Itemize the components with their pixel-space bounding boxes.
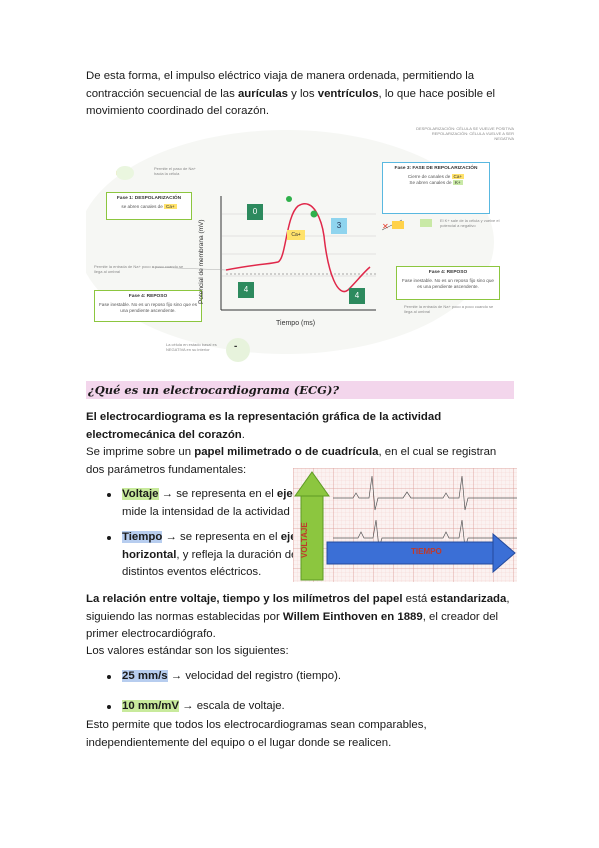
standardization-text-1: está [402,593,431,605]
phase4-right-title: Fase 4: REPOSO [428,270,468,275]
negative-sign: - [234,341,238,352]
intro-bold-atria: aurículas [237,87,288,100]
phase1-text: se abren canales de [121,204,163,209]
phase1-box: Fase 1: DESPOLARIZACIÓN se abren canales… [106,192,192,220]
speed-text: → velocidad del registro (tiempo). [167,670,342,682]
phase-4-label-right: 4 [349,288,365,304]
comparability-paragraph: Esto permite que todos los electrocardio… [86,719,427,749]
diagram-top-note: DESPOLARIZACIÓN: CÉLULA SE VUELVE POSITI… [416,126,514,141]
paper-bold: papel milimetrado o de cuadrícula [194,446,379,458]
phase3-ion-2: K+ [452,180,463,185]
speed-highlight: 25 mm/s [122,670,168,682]
section-heading: ¿Qué es un electrocardiograma (ECG)? [86,381,514,399]
x-axis-label: Tiempo (ms) [276,320,316,327]
standardization-bold-2: estandarizada [430,593,507,605]
phase-4-label-left: 4 [238,282,254,298]
depolarization-note: DESPOLARIZACIÓN: CÉLULA SE VUELVE POSITI… [416,126,514,131]
phase3-side-note: El K+ sale de la célula y vuelve el pote… [440,218,500,228]
list-item-time: Tiempo → se representa en el eje horizon… [100,529,348,582]
phase1-ion: Ca+ [164,204,177,209]
diagram-graphics [86,130,494,362]
time-highlight: Tiempo [122,531,163,543]
ecg-paper-image: VOLTAJE TIEMPO [293,468,517,582]
bottom-note: La célula en estado basal es NEGATIVA en… [166,342,217,352]
standard-values-intro: Los valores estándar son los siguientes: [86,645,289,657]
paper-text-1: Se imprime sobre un [86,446,195,458]
voltage-highlight: Voltaje [122,488,159,500]
paper-paragraph: Se imprime sobre un papel milimetrado o … [86,444,516,479]
intro-text-3: , lo que hace posible el movimiento coor… [86,87,496,118]
close-icon: ✕ [382,222,389,231]
y-axis-label: Potencial de membrana (mV) [198,219,205,304]
intro-text-1: De esta forma, el impulso eléctrico viaj… [86,70,475,100]
action-potential-diagram: DESPOLARIZACIÓN: CÉLULA SE VUELVE POSITI… [86,124,516,370]
phase-0-label: 0 [247,204,263,220]
phase3-title: Fase 3: FASE DE REPOLARIZACIÓN [394,166,478,171]
ecg-definition: El electrocardiograma es la representaci… [86,409,516,444]
scale-highlight: 10 mm/mV [122,699,179,712]
phase4-right-text: Fase inestable. No es un reposo fijo sin… [402,278,494,289]
standardization-text-2: , siguiendo las normas establecidas por [86,593,510,623]
phase4-right-box: Fase 4: REPOSO Fase inestable. No es un … [396,266,500,300]
na-channel-icon [116,166,134,180]
voltage-text-1: → se representa en el [158,488,277,500]
standardization-bold-1: La relación entre voltaje, tiempo y los … [86,593,403,605]
time-text-1: → se representa en el [162,531,281,543]
time-text-2: , y refleja la duración de los distintos… [122,548,316,579]
intro-text-2: y los [288,87,318,100]
ca-channel-icon [392,221,404,229]
phase-3-label: 3 [331,218,347,234]
phase3-ion-1: Ca+ [451,174,465,179]
voltage-arrow-label: VOLTAJE [300,522,309,558]
phase4-left-box: Fase 4: REPOSO Fase inestable. No es un … [94,290,202,322]
phase1-title: Fase 1: DESPOLARIZACIÓN [116,196,182,201]
time-arrow-label: TIEMPO [411,547,442,556]
phase0-note: Permite el paso de Na+ hacia la célula [154,166,196,176]
k-channel-icon [420,219,432,227]
phase3-text-2: Se abren canales de [409,180,452,185]
phase3-box: Fase 3: FASE DE REPOLARIZACIÓN Cierre de… [382,162,490,214]
phase4-left-text: Fase inestable. No es un reposo fijo sin… [98,302,198,313]
right-note: Permite la entrada de Na+ poco a poco cu… [404,304,494,314]
list-item-scale: 10 mm/mV → escala de voltaje. [100,698,500,716]
time-bold: eje horizontal [122,531,297,561]
ecg-grid [293,468,517,582]
scale-text: → escala de voltaje. [178,699,285,712]
list-item-speed: 25 mm/s → velocidad del registro (tiempo… [100,668,500,686]
standardization-bold-3: Willem Einthoven en 1889 [282,610,423,623]
ca-label: Ca+ [287,230,305,240]
ecg-definition-bold: El electrocardiograma es la representaci… [86,411,442,441]
intro-paragraph: De esta forma, el impulso eléctrico viaj… [86,68,516,121]
ecg-definition-end: . [241,428,245,441]
standard-values-list: 25 mm/s → velocidad del registro (tiempo… [100,668,500,715]
phase4-left-title: Fase 4: REPOSO [128,294,168,299]
left-note: Permite la entrada de Na+ poco a poco cu… [94,264,184,274]
repolarization-note: REPOLARIZACIÓN: CÉLULA VUELVE A SER NEGA… [431,131,514,141]
paper-text-2: , en el cual se registran dos parámetros… [86,446,497,476]
standardization-paragraph: La relación entre voltaje, tiempo y los … [86,591,516,644]
intro-bold-ventricles: ventrículos [317,87,379,100]
standardization-text-3: , el creador del primer electrocardiógra… [86,610,499,641]
phase3-text-1: Cierre de canales de [407,174,451,179]
